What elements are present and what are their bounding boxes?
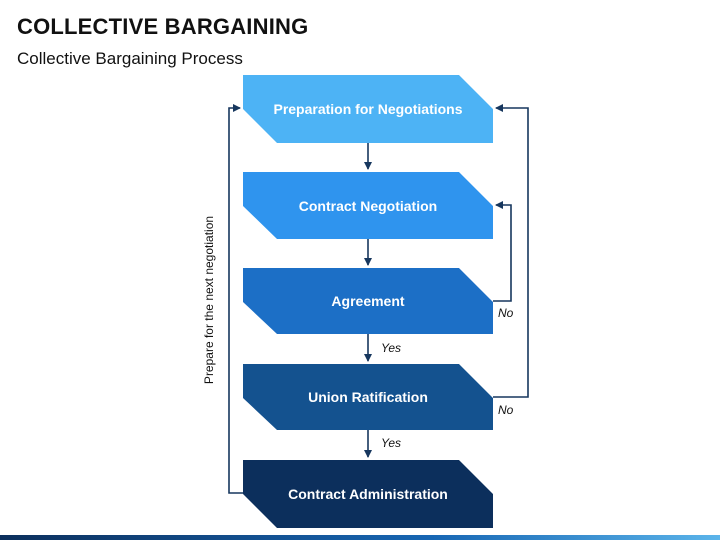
step-preparation-fold [459, 75, 493, 109]
step-administration: Contract Administration [243, 460, 493, 528]
loop-prepare-next [228, 104, 243, 494]
step-ratification-shape [243, 364, 493, 430]
label-ratification-yes: Yes [381, 436, 401, 450]
step-administration-fold [459, 460, 493, 494]
step-preparation: Preparation for Negotiations [243, 75, 493, 143]
step-negotiation-label: Contract Negotiation [299, 198, 437, 214]
step-administration-label: Contract Administration [288, 486, 448, 502]
step-administration-shape [243, 460, 493, 528]
step-ratification-label: Union Ratification [308, 389, 428, 405]
step-negotiation: Contract Negotiation [243, 172, 493, 239]
loop-agreement-no [493, 201, 512, 302]
label-ratification-no: No [498, 403, 514, 417]
step-negotiation-shape [243, 172, 493, 239]
step-ratification: Union Ratification [243, 364, 493, 430]
page-subtitle: Collective Bargaining Process [17, 49, 243, 68]
step-agreement-fold [459, 268, 493, 302]
step-agreement-label: Agreement [331, 293, 404, 309]
label-prepare-next: Prepare for the next negotiation [202, 216, 216, 384]
step-agreement: Agreement [243, 268, 493, 334]
step-agreement-shape [243, 268, 493, 334]
label-agreement-no: No [498, 306, 514, 320]
step-preparation-label: Preparation for Negotiations [273, 101, 462, 117]
step-ratification-fold [459, 364, 493, 398]
label-agreement-yes: Yes [381, 341, 401, 355]
step-negotiation-fold [459, 172, 493, 206]
connectors [228, 104, 529, 494]
step-preparation-shape [243, 75, 493, 143]
footer-bar [0, 535, 720, 540]
page-title: COLLECTIVE BARGAINING [17, 14, 309, 39]
loop-ratification-no [493, 104, 529, 398]
